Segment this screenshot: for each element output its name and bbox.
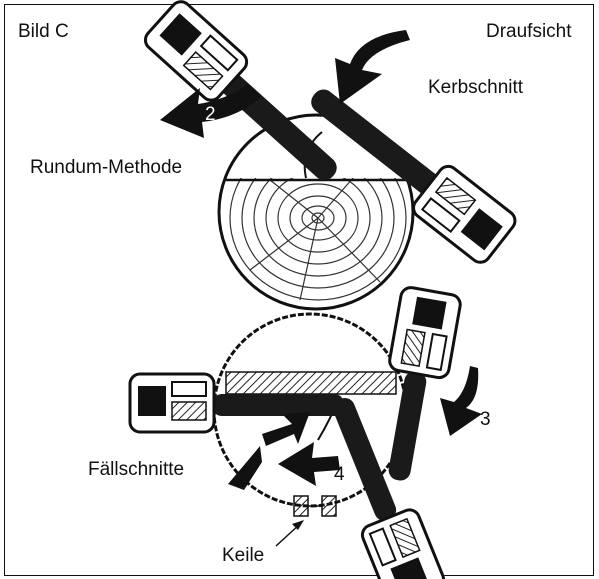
step-number-2: 2 <box>205 104 216 125</box>
arrow-step-3: 3 <box>440 366 491 436</box>
step-number-3: 3 <box>480 409 491 430</box>
figure-label: Bild C <box>18 22 69 41</box>
wedge-pointer-arrow <box>276 520 304 546</box>
method-label: Rundum-Methode <box>30 158 182 177</box>
step-number-1: 1 <box>380 64 391 85</box>
notch-cut-label: Kerbschnitt <box>428 78 523 97</box>
arrow-step-1: 1 <box>335 30 410 104</box>
view-label: Draufsicht <box>486 22 572 41</box>
step-number-5: 5 <box>270 448 281 469</box>
step-number-4: 4 <box>334 464 345 485</box>
wedges-label: Keile <box>222 546 264 565</box>
felling-cuts-label: Fällschnitte <box>88 460 184 479</box>
